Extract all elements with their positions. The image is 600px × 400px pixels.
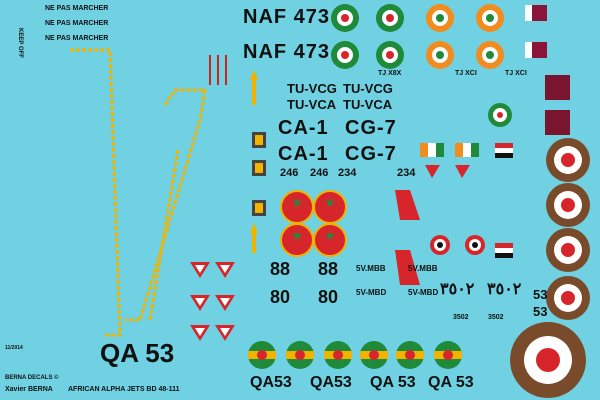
brand-label: BERNA DECALS ©: [5, 375, 59, 381]
code-5v: 5V.MBB: [356, 264, 386, 273]
code-80: 80: [270, 287, 291, 307]
yellow-stripe: [148, 149, 180, 321]
code-3502: 3502: [453, 314, 469, 321]
roundel-togo: [248, 341, 462, 369]
code-qa53: QA 53: [428, 374, 474, 391]
code-arabic: ٣٥٠٢: [487, 281, 522, 298]
code-qa53: QA53: [250, 374, 292, 391]
qatar-flag: [525, 5, 547, 58]
code-naf: NAF 473: [243, 6, 331, 28]
code-5v: 5V-MBD: [356, 288, 387, 297]
code-tu-vca: TU-VCA: [287, 97, 337, 112]
code-234: 234: [397, 167, 416, 179]
code-cg7: CG-7: [345, 143, 397, 165]
code-tj: TJ XCI: [455, 70, 477, 77]
code-tj: TJ XCI: [505, 70, 527, 77]
date-label: 11/2014: [5, 345, 23, 351]
roundel-orange: [426, 4, 504, 69]
triangle-insignia: [190, 165, 470, 341]
code-ca1: CA-1: [278, 143, 329, 165]
code-qa53: QA 53: [370, 374, 416, 391]
code-tu-vcg: TU-VCG: [287, 81, 337, 96]
code-naf: NAF 473: [243, 41, 331, 63]
code-53: 53: [533, 304, 548, 319]
code-88: 88: [318, 259, 339, 279]
code-tj: TJ X8X: [378, 70, 402, 77]
yellow-stripe: [125, 88, 207, 322]
code-tu-vcg: TU-VCG: [343, 81, 393, 96]
author-label: Xavier BERNA: [5, 386, 53, 393]
emblem: [545, 75, 570, 100]
code-arabic: ٣٥٠٢: [440, 281, 475, 298]
code-5v: 5V-MBD: [408, 288, 439, 297]
code-246: 246: [280, 167, 299, 179]
emblem: [545, 110, 570, 135]
code-234: 234: [338, 167, 357, 179]
roundel-tricolor: [488, 103, 512, 127]
yellow-stripe: [70, 48, 122, 337]
flag-egypt: [495, 143, 513, 258]
crest-icon: [252, 132, 266, 216]
code-ca1: CA-1: [278, 117, 329, 139]
keep-off-text: KEEP OFF: [16, 28, 23, 58]
flag-ivory: [420, 143, 479, 157]
code-53: 53: [533, 287, 548, 302]
roundel-egypt: [430, 235, 485, 255]
code-tu-vca: TU-VCA: [343, 97, 393, 112]
code-3502: 3502: [488, 314, 504, 321]
code-80: 80: [318, 287, 339, 307]
fin-flag-morocco: [395, 190, 420, 285]
stencil-text: NE PAS MARCHER: [45, 20, 109, 27]
arrow-icon: [250, 70, 258, 253]
code-246: 246: [310, 167, 329, 179]
code-5v: 5V.MBB: [408, 264, 438, 273]
code-qa53: QA53: [310, 374, 352, 391]
sheet-title: AFRICAN ALPHA JETS BD 48-111: [68, 386, 180, 393]
roundel-brown: [510, 138, 590, 398]
stencil-text: NE PAS MARCHER: [45, 35, 109, 42]
code-cg7: CG-7: [345, 117, 397, 139]
roundel-nigeria: [331, 4, 404, 69]
roundel-morocco: [280, 190, 347, 257]
code-88: 88: [270, 259, 291, 279]
stencil-text: NE PAS MARCHER: [45, 5, 109, 12]
code-qa53-large: QA 53: [100, 338, 175, 368]
